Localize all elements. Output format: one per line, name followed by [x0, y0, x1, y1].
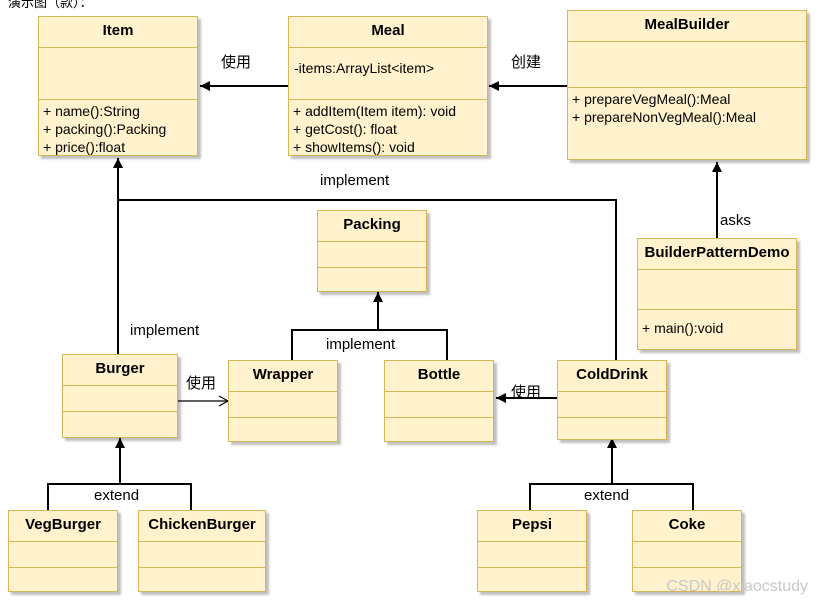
- class-wrapper[interactable]: Wrapper: [228, 360, 338, 442]
- method: + main():void: [642, 320, 724, 336]
- class-vegburger-name: VegBurger: [9, 511, 117, 542]
- label-builder-creates-meal: 创建: [511, 54, 542, 71]
- label-implement-burger: implement: [130, 322, 200, 339]
- method: + packing():Packing: [43, 121, 167, 137]
- class-pepsi-attrs: [478, 542, 586, 568]
- class-burger[interactable]: Burger: [62, 354, 178, 438]
- method: + addItem(Item item): void: [293, 103, 457, 119]
- class-mealbuilder[interactable]: MealBuilder + prepareVegMeal():Meal + pr…: [567, 10, 807, 160]
- class-mealbuilder-name: MealBuilder: [568, 11, 806, 42]
- attribute: -items:ArrayList<item>: [294, 60, 435, 76]
- class-item-methods: + name():String + packing():Packing + pr…: [39, 100, 197, 158]
- label-extend-colddrink: extend: [584, 487, 630, 504]
- class-demo-name: BuilderPatternDemo: [638, 239, 796, 270]
- method: + showItems(): void: [293, 139, 415, 155]
- class-bottle-name: Bottle: [385, 361, 493, 392]
- label-burger-uses-wrapper: 使用: [186, 375, 217, 392]
- class-burger-name: Burger: [63, 355, 177, 386]
- implement-item-line: [117, 199, 617, 360]
- class-mealbuilder-methods: + prepareVegMeal():Meal + prepareNonVegM…: [568, 88, 806, 128]
- class-meal-name: Meal: [289, 17, 487, 48]
- method: + prepareNonVegMeal():Meal: [572, 109, 757, 125]
- class-item[interactable]: Item + name():String + packing():Packing…: [38, 16, 198, 156]
- class-chickenburger-attrs: [139, 542, 265, 568]
- class-wrapper-name: Wrapper: [229, 361, 337, 392]
- class-demo-methods: + main():void: [638, 310, 796, 339]
- method: + getCost(): float: [293, 121, 397, 137]
- label-colddrink-uses-bottle: 使用: [511, 384, 542, 401]
- method: + prepareVegMeal():Meal: [572, 91, 731, 107]
- class-demo-attrs: [638, 270, 796, 310]
- class-colddrink-attrs: [558, 392, 666, 418]
- implement-packing-line: [291, 329, 448, 360]
- class-colddrink-name: ColdDrink: [558, 361, 666, 392]
- top-cropped-text: 演示图（款）：: [8, 0, 93, 10]
- class-item-name: Item: [39, 17, 197, 48]
- label-asks: asks: [720, 212, 751, 229]
- class-item-attrs: [39, 48, 197, 100]
- class-pepsi[interactable]: Pepsi: [477, 510, 587, 592]
- class-coke[interactable]: Coke: [632, 510, 742, 592]
- class-bottle[interactable]: Bottle: [384, 360, 494, 442]
- class-packing-attrs: [318, 242, 426, 268]
- method: + price():float: [43, 139, 126, 155]
- class-vegburger-attrs: [9, 542, 117, 568]
- method: + name():String: [43, 103, 140, 119]
- class-meal[interactable]: Meal -items:ArrayList<item> + addItem(It…: [288, 16, 488, 156]
- label-implement-item: implement: [320, 172, 390, 189]
- class-colddrink[interactable]: ColdDrink: [557, 360, 667, 440]
- class-meal-attrs: -items:ArrayList<item>: [289, 48, 487, 100]
- class-packing-name: Packing: [318, 211, 426, 242]
- label-meal-uses-item: 使用: [221, 54, 252, 71]
- class-meal-methods: + addItem(Item item): void + getCost(): …: [289, 100, 487, 158]
- class-packing[interactable]: Packing: [317, 210, 427, 292]
- class-coke-name: Coke: [633, 511, 741, 542]
- class-coke-attrs: [633, 542, 741, 568]
- label-implement-packing: implement: [326, 336, 396, 353]
- class-pepsi-name: Pepsi: [478, 511, 586, 542]
- class-burger-attrs: [63, 386, 177, 412]
- class-chickenburger-name: ChickenBurger: [139, 511, 265, 542]
- class-builderpatterndemo[interactable]: BuilderPatternDemo + main():void: [637, 238, 797, 350]
- class-vegburger[interactable]: VegBurger: [8, 510, 118, 592]
- class-bottle-attrs: [385, 392, 493, 418]
- label-extend-burger: extend: [94, 487, 140, 504]
- class-mealbuilder-attrs: [568, 42, 806, 88]
- watermark: CSDN @xiaocstudy: [666, 578, 808, 595]
- class-chickenburger[interactable]: ChickenBurger: [138, 510, 266, 592]
- class-wrapper-attrs: [229, 392, 337, 418]
